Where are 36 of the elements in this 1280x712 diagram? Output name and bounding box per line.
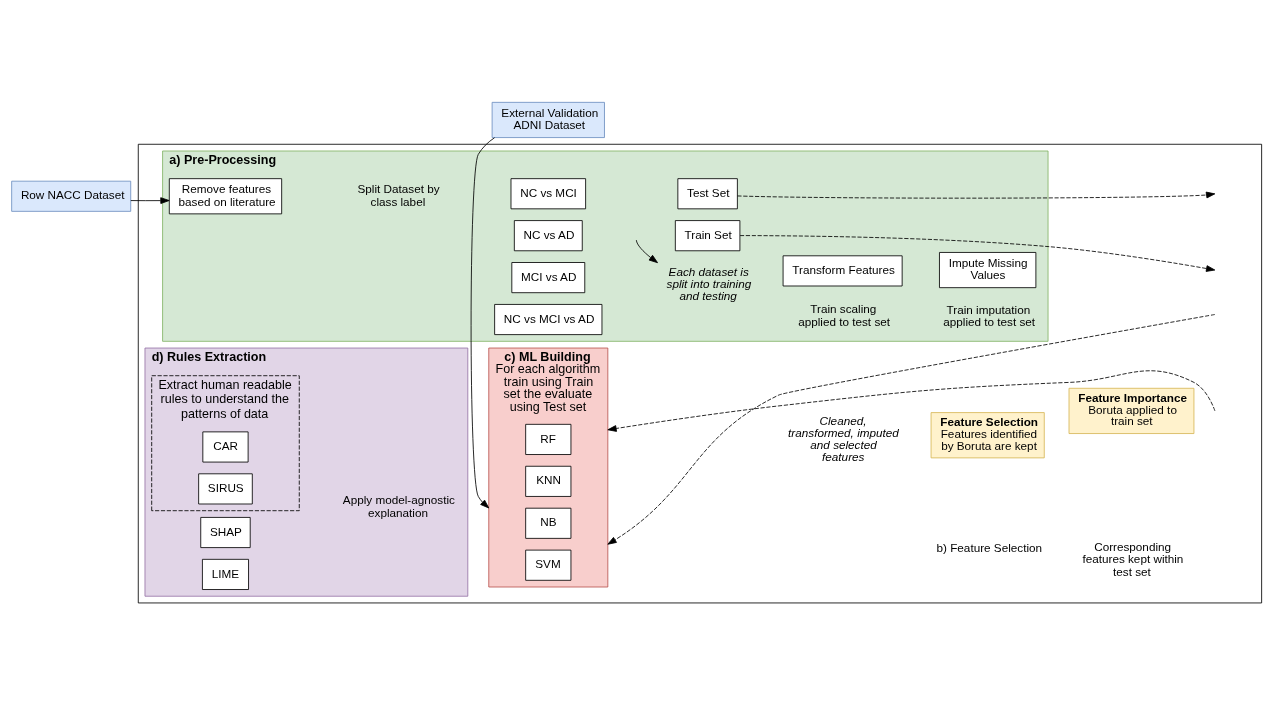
node-box: Impute Missing Values	[939, 252, 1037, 289]
label: Train scaling applied to test set	[798, 301, 891, 328]
label: Corresponding features kept within test set	[1082, 539, 1184, 578]
node-box: LIME	[202, 558, 249, 590]
arrow	[739, 235, 1216, 272]
node-box: MCI vs AD	[511, 262, 586, 294]
arrow	[607, 314, 1216, 545]
node-box: SVM	[525, 549, 572, 581]
node-box: NC vs MCI vs AD	[494, 304, 603, 336]
label: b) Feature Selection	[936, 541, 1043, 555]
node-box: RF	[525, 423, 572, 455]
node-box: SIRUS	[198, 473, 253, 505]
node-box: Feature Importance Boruta applied to train set	[1068, 387, 1195, 434]
node-box: SHAP	[200, 517, 251, 548]
node-box: Test Set	[677, 178, 738, 210]
node-box: Train Set	[674, 220, 741, 252]
node-box: Feature Selection Features identified by Boruta are kept	[930, 412, 1045, 459]
node-box: KNN	[525, 465, 572, 497]
cluster	[137, 143, 1263, 604]
node-box: CAR	[202, 431, 249, 463]
label: Cleaned, transformed, imputed and selected features	[788, 414, 899, 463]
node-box: NB	[525, 507, 572, 539]
node-box: NC vs AD	[513, 220, 583, 252]
node-box: Transform Features	[782, 255, 903, 287]
node-box: Row NACC Dataset	[11, 180, 132, 212]
label: Apply model-agnostic explanation	[342, 493, 455, 519]
label: Train imputation applied to test set	[943, 302, 1036, 329]
arrow	[635, 239, 658, 264]
node-text: Each dataset is split into training and testing	[666, 265, 752, 302]
node-box: Remove features based on literature	[168, 178, 283, 215]
label: Split Dataset by class label	[357, 182, 440, 208]
node-box: NC vs MCI	[510, 178, 587, 210]
arrow	[737, 191, 1216, 199]
arrow	[130, 197, 170, 204]
arrow	[470, 137, 495, 509]
node-box: External Validation ADNI Dataset	[491, 101, 605, 138]
